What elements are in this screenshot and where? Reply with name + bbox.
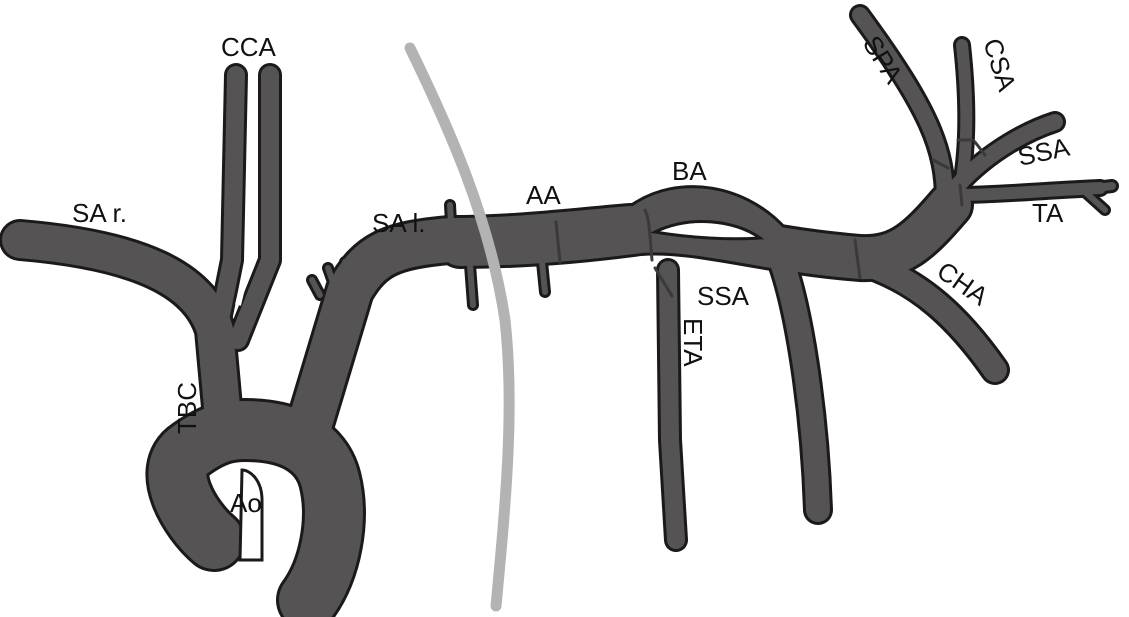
label-cca: CCA: [221, 32, 277, 62]
label-ta: TA: [1032, 198, 1064, 228]
vessel-fills: [20, 15, 1112, 600]
label-aa: AA: [526, 180, 561, 210]
label-sa-left: SA l.: [372, 208, 425, 238]
label-sa-right: SA r.: [72, 198, 127, 228]
label-tbc: TBC: [172, 382, 202, 434]
overlay-grey-line: [410, 48, 509, 606]
label-ba: BA: [672, 156, 707, 186]
label-eta: ETA: [678, 318, 708, 367]
label-ao: Ao: [230, 488, 262, 518]
label-ssa-mid: SSA: [697, 281, 750, 311]
label-csa: CSA: [977, 35, 1022, 96]
